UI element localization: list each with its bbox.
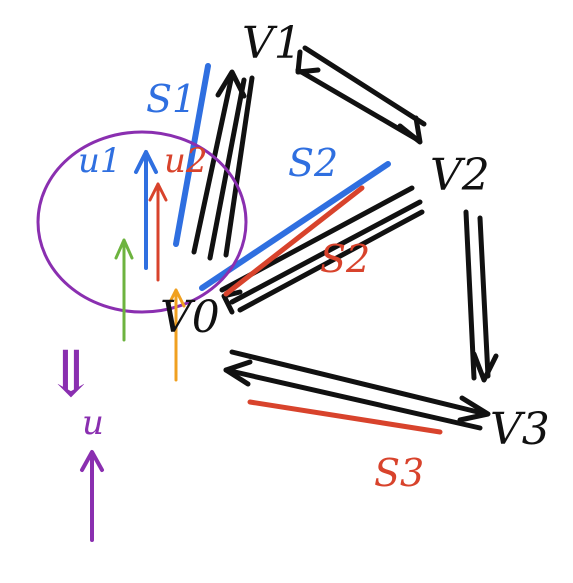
edge-v1-v2-b: [302, 45, 427, 127]
edge-v0-v3-b: [223, 367, 483, 431]
edge-v1-v2-arrowhead-v1: [295, 49, 321, 75]
implies-symbol: ⇓: [44, 338, 98, 412]
edge-v0-v2-b: [229, 199, 423, 305]
u1-blue-arrow: [134, 150, 158, 270]
label-s1: S1: [146, 77, 196, 121]
s3-red-stroke: [247, 399, 443, 435]
edge-v0-v3-arrowhead-v3: [457, 395, 491, 423]
edge-v0-v3-a: [229, 349, 489, 417]
graph-edges: [191, 45, 499, 431]
label-u: u: [82, 403, 104, 443]
orange-arrow: [166, 288, 186, 382]
edge-v0-v2-arrowhead-v0: [221, 289, 243, 315]
purple-circle: [36, 130, 248, 314]
label-s3: S3: [374, 451, 424, 495]
edge-v0-v2-c: [237, 209, 425, 313]
green-arrow: [114, 238, 134, 342]
label-u2: u2: [164, 141, 208, 181]
u-purple-arrow: [80, 450, 104, 542]
edge-v0-v1-c: [223, 75, 255, 258]
vertex-label-v1: V1: [242, 18, 302, 69]
label-s2-red: S2: [320, 237, 370, 281]
s2-red-stroke: [223, 185, 365, 297]
edge-v1-v2-a: [295, 67, 421, 143]
edge-v2-v3-a: [463, 209, 477, 381]
vertex-label-v0: V0: [160, 292, 220, 343]
edge-v1-v2-arrowhead-v2: [397, 115, 423, 145]
red-strokes: [223, 185, 443, 435]
edge-v2-v3-arrowhead: [471, 351, 499, 383]
s1-blue-stroke: [173, 63, 211, 247]
vertex-label-v3: V3: [490, 404, 550, 455]
edge-v0-v1-a: [191, 72, 235, 255]
edge-v0-v1-arrowhead: [215, 69, 247, 99]
edge-v2-v3-b: [477, 215, 491, 379]
label-u1: u1: [78, 141, 122, 181]
label-s2-blue: S2: [288, 141, 338, 185]
inner-arrows: [114, 150, 186, 382]
vertex-label-v2: V2: [430, 150, 490, 201]
u2-red-arrow: [148, 182, 168, 282]
edge-v0-v3-arrowhead-v0: [223, 359, 253, 387]
